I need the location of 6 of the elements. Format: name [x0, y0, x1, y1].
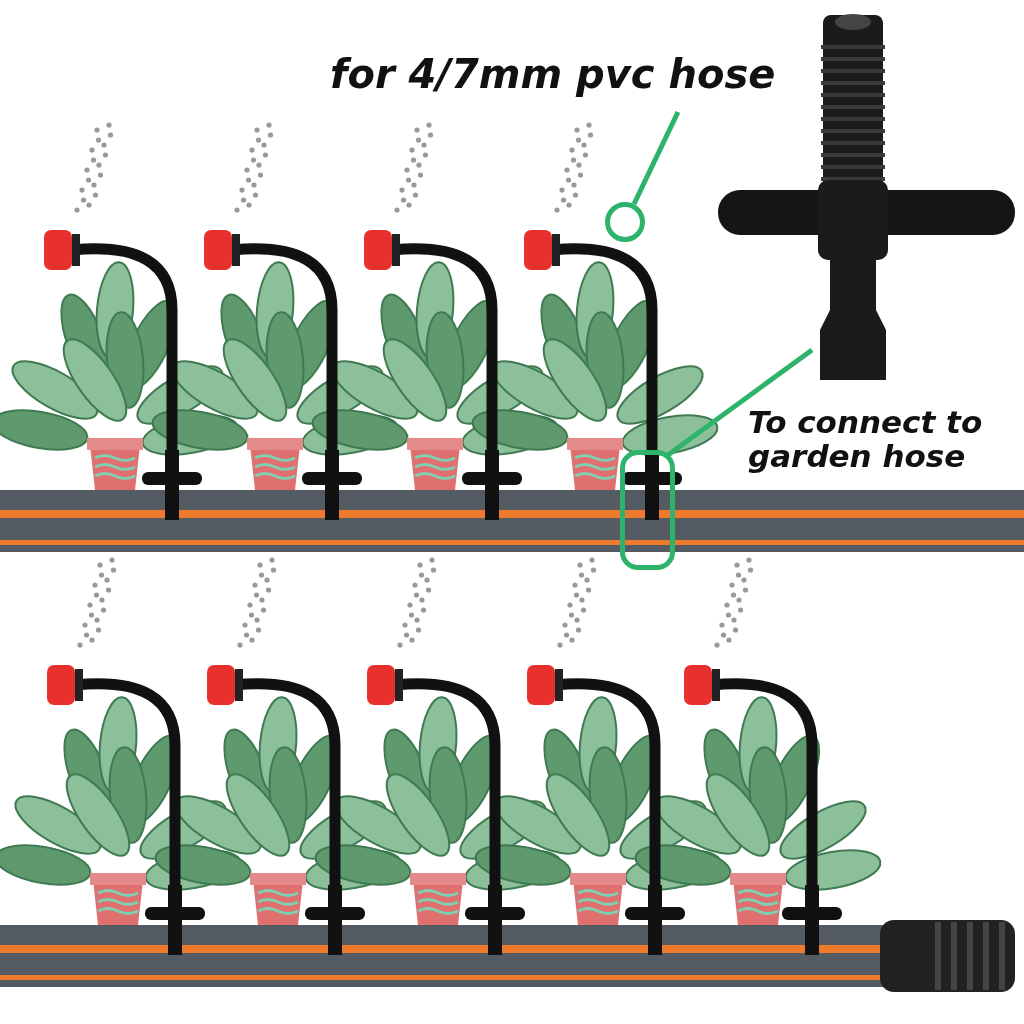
callout-text: To connect to garden hose — [748, 405, 1018, 474]
highlight-circle — [605, 202, 645, 242]
callout-text: for 4/7mm pvc hose — [330, 52, 810, 96]
leader-line — [631, 110, 681, 206]
leader-line — [666, 347, 814, 458]
highlight-frame — [620, 450, 675, 570]
